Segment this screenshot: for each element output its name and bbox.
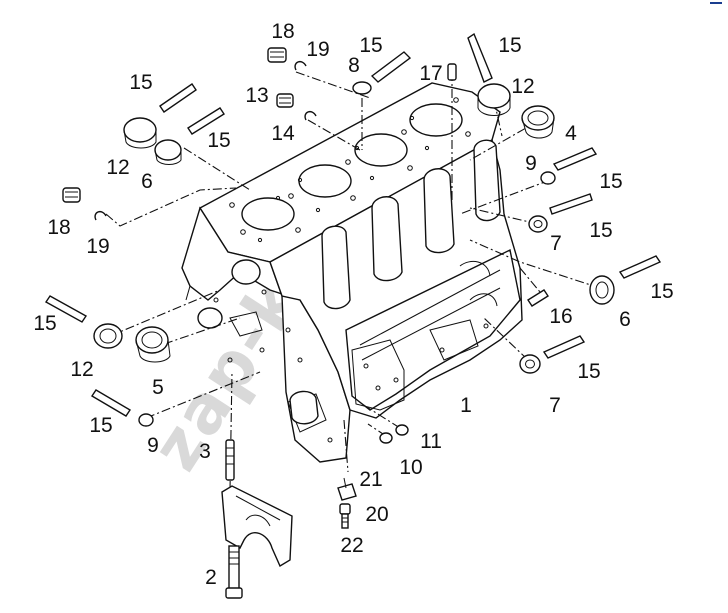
callout-21: 21 <box>359 468 382 491</box>
circlip-14 <box>304 110 317 121</box>
block-lower-skirt <box>345 248 521 411</box>
callout-8: 8 <box>348 54 360 77</box>
plug-9-upper <box>540 171 556 185</box>
callout-15: 15 <box>577 360 600 383</box>
callout-17: 17 <box>419 62 442 85</box>
callout-15: 15 <box>129 71 152 94</box>
callout-7: 7 <box>549 394 561 417</box>
bearing-web-2 <box>371 196 403 282</box>
head-bolt-holes <box>229 97 471 243</box>
corner-dash-mark <box>710 2 722 4</box>
face-bolt-holes <box>213 289 489 443</box>
callout-19: 19 <box>306 38 329 61</box>
callout-13: 13 <box>245 84 268 107</box>
core-plug-12-upper-left <box>123 117 157 149</box>
callout-9: 9 <box>525 152 537 175</box>
callout-15: 15 <box>359 34 382 57</box>
plug-13 <box>276 93 294 108</box>
plug-9-lower <box>138 413 154 427</box>
circlip-19-lower <box>94 210 107 221</box>
oil-filter-boss <box>289 390 319 425</box>
circlip-19-upper <box>294 60 307 71</box>
seal-7-upper <box>528 215 548 233</box>
core-plug-6-upper-left <box>154 139 182 165</box>
cylinder-block <box>181 82 523 463</box>
cylinder-bore-2 <box>298 164 352 198</box>
callout-7: 7 <box>550 232 562 255</box>
core-plug-12-upper-right <box>477 83 511 116</box>
callout-5: 5 <box>152 376 164 399</box>
dowel-17 <box>447 63 457 81</box>
seal-7-lower <box>519 354 541 374</box>
cylinder-bore-3 <box>354 133 408 167</box>
bolt-20-22 <box>339 503 351 529</box>
callout-6: 6 <box>619 308 631 331</box>
bearing-web-3 <box>423 168 455 254</box>
cylinder-bore-4 <box>409 103 463 137</box>
callout-18: 18 <box>271 20 294 43</box>
bolts-15 <box>44 32 662 417</box>
stud-3 <box>225 439 235 481</box>
callout-15: 15 <box>650 280 673 303</box>
plug-18-lower <box>62 187 81 203</box>
seal-12-lower-left <box>93 323 123 349</box>
seal-6-right <box>589 275 615 305</box>
callout-2: 2 <box>205 566 217 589</box>
callout-12: 12 <box>70 358 93 381</box>
callout-18: 18 <box>47 216 70 239</box>
bearing-web-4 <box>473 139 501 222</box>
callout-22: 22 <box>340 534 363 557</box>
callout-1: 1 <box>460 394 472 417</box>
bearing-web-1 <box>321 225 351 310</box>
bearing-cap-bolt-2 <box>225 545 243 599</box>
plug-10 <box>379 432 393 444</box>
callout-14: 14 <box>271 122 295 145</box>
callout-3: 3 <box>199 440 211 463</box>
callout-15: 15 <box>207 129 230 152</box>
stud-16 <box>527 289 549 307</box>
callout-15: 15 <box>498 34 521 57</box>
plug-8 <box>352 81 372 95</box>
callout-12: 12 <box>106 156 129 179</box>
callout-15: 15 <box>33 312 56 335</box>
bracket-21 <box>337 477 357 501</box>
callout-6: 6 <box>141 170 153 193</box>
plug-11 <box>395 424 409 436</box>
bushing-4 <box>521 105 555 139</box>
callout-15: 15 <box>589 219 612 242</box>
bushing-5 <box>135 326 171 363</box>
callout-15: 15 <box>89 414 112 437</box>
callout-16: 16 <box>549 305 572 328</box>
callout-11: 11 <box>420 430 442 453</box>
cylinder-bore-1 <box>241 197 295 231</box>
callout-15: 15 <box>599 170 622 193</box>
plug-18-upper <box>267 47 287 63</box>
callout-19: 19 <box>86 235 109 258</box>
callout-10: 10 <box>399 456 422 479</box>
callout-4: 4 <box>565 122 577 145</box>
oil-gallery-front <box>197 307 223 329</box>
small-parts <box>62 47 615 599</box>
callout-20: 20 <box>365 503 388 526</box>
callout-12: 12 <box>511 75 534 98</box>
cam-bore-front <box>231 259 261 285</box>
callout-9: 9 <box>147 434 159 457</box>
